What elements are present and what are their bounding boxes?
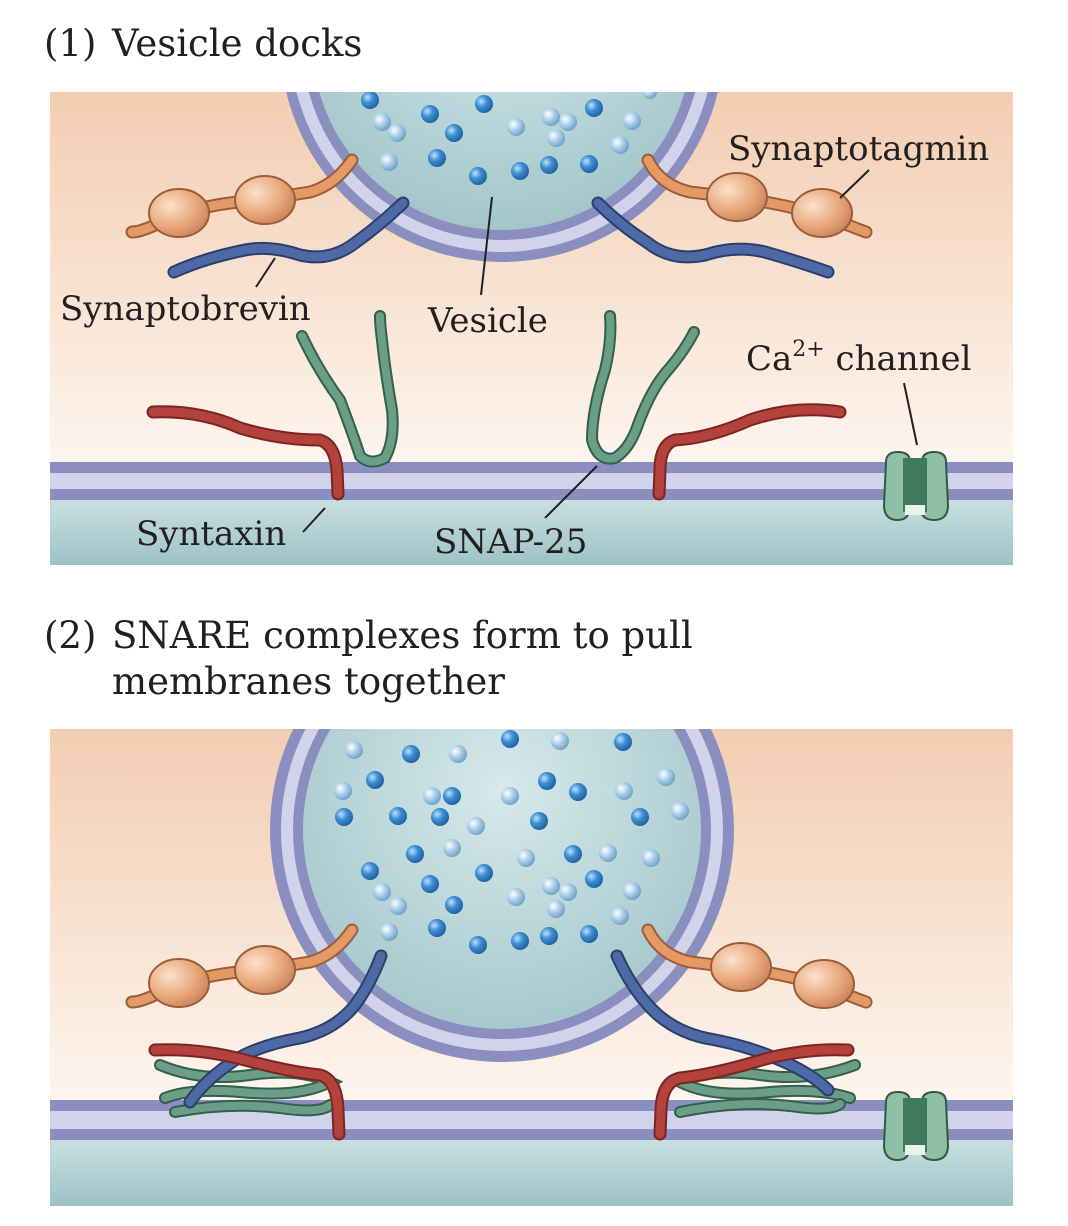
synaptotagmin-left: [125, 923, 359, 1009]
label-ca-channel: Ca2+ channel: [746, 337, 972, 379]
synaptic-cleft: [50, 500, 1013, 565]
label-snap25: SNAP-25: [434, 522, 587, 562]
label-synaptotagmin: Synaptotagmin: [728, 129, 989, 169]
label-ca-rest: channel: [825, 339, 972, 379]
neurotransmitter-molecules: [334, 730, 689, 954]
step-1-title: (1) Vesicle docks: [44, 22, 644, 66]
step-1-number: (1): [44, 22, 97, 65]
syntaxin-right: [652, 403, 847, 501]
label-ca-superscript: 2+: [792, 337, 824, 362]
step-2-heading-line2: membranes together: [112, 660, 505, 703]
snap25-right: [585, 310, 700, 465]
synaptobrevin-left: [167, 196, 410, 279]
synaptotagmin-right: [641, 153, 873, 239]
snap25-left: [296, 310, 399, 468]
syntaxin-left: [146, 405, 345, 501]
snare-complex-left: [148, 949, 388, 1141]
label-syntaxin: Syntaxin: [136, 514, 286, 554]
label-ca-base: Ca: [746, 339, 792, 379]
label-vesicle: Vesicle: [427, 301, 548, 341]
calcium-channel: [882, 450, 950, 522]
step-2-title: (2) SNARE complexes form to pull membran…: [44, 614, 844, 706]
step-1-heading: Vesicle docks: [112, 22, 363, 65]
snare-complex-right: [610, 949, 861, 1141]
synaptic-cleft: [50, 1140, 1013, 1206]
label-synaptobrevin: Synaptobrevin: [60, 289, 311, 329]
neurotransmitter-molecules: [361, 92, 657, 185]
snare-complex-diagram: [50, 729, 1013, 1206]
synaptotagmin-right: [641, 923, 873, 1009]
plasma-membrane: [50, 462, 1013, 500]
step-2-number: (2): [44, 614, 97, 657]
calcium-channel: [882, 1090, 950, 1162]
vesicle-docks-diagram: Synaptotagmin Synaptobrevin Vesicle Ca2+…: [50, 92, 1013, 565]
vesicle: [270, 729, 734, 1062]
panel-vesicle-docks: Synaptotagmin Synaptobrevin Vesicle Ca2+…: [0, 0, 1068, 580]
synaptobrevin-right: [591, 196, 835, 279]
panel-snare-complexes: [0, 720, 1068, 1220]
synaptotagmin-left: [125, 153, 359, 239]
leader-lines: [255, 169, 918, 533]
step-2-heading-line1: SNARE complexes form to pull: [112, 614, 693, 657]
